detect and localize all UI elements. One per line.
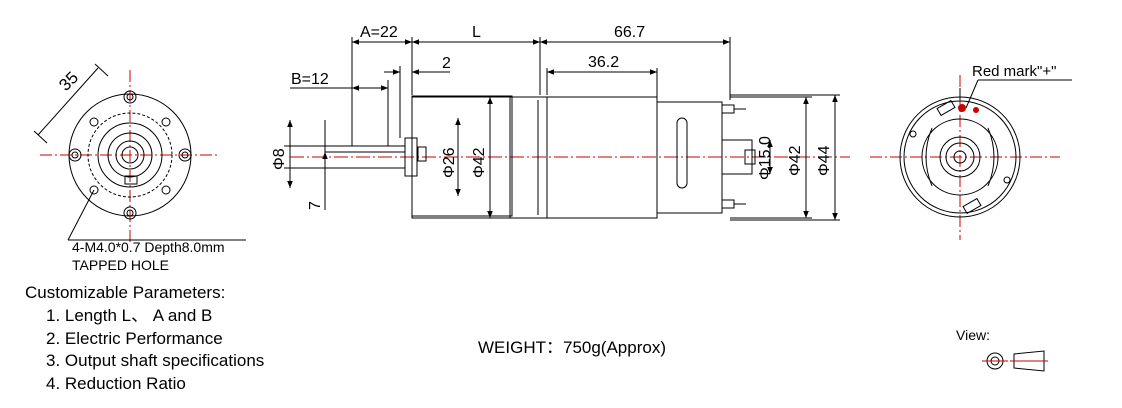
- dim-l-label: L: [472, 24, 481, 41]
- rear-view: [870, 75, 1072, 240]
- front-view: [33, 63, 246, 245]
- red-mark-dot: [973, 107, 979, 113]
- hole-note-line1: 4-M4.0*0.7 Depth8.0mm: [72, 239, 225, 255]
- projection-symbol-icon: [982, 350, 1048, 372]
- dim-motor-label: Φ42: [787, 145, 804, 176]
- parameters-heading: Customizable Parameters:: [25, 283, 226, 302]
- weight-label: WEIGHT：750g(Approx): [478, 338, 666, 357]
- dim-shaft-dia-label: Φ8: [271, 148, 288, 170]
- parameter-item-3: 3. Output shaft specifications: [46, 351, 265, 370]
- parameter-item-4: 4. Reduction Ratio: [46, 374, 186, 393]
- red-mark-plus: [958, 104, 966, 112]
- dim-total-label: 66.7: [614, 24, 646, 41]
- dim-gearbox-label: Φ42: [471, 147, 488, 178]
- dim-end-label: Φ44: [816, 145, 833, 176]
- parameter-item-2: 2. Electric Performance: [46, 329, 223, 348]
- red-mark-label: Red mark"+": [972, 63, 1057, 80]
- dim-terminal-label: Φ15.0: [757, 136, 774, 180]
- side-view: [284, 37, 850, 221]
- dim-b-label: B=12: [291, 71, 329, 88]
- dim-2-label: 2: [442, 55, 451, 72]
- dim-boss-label: Φ26: [441, 147, 458, 178]
- parameter-item-1: 1. Length L、 A and B: [46, 306, 213, 325]
- view-label: View:: [956, 327, 990, 343]
- dim-body-label: 36.2: [588, 54, 620, 71]
- hole-note-line2: TAPPED HOLE: [72, 257, 169, 273]
- dim-a-label: A=22: [360, 24, 398, 41]
- dim-7-label: 7: [307, 201, 324, 210]
